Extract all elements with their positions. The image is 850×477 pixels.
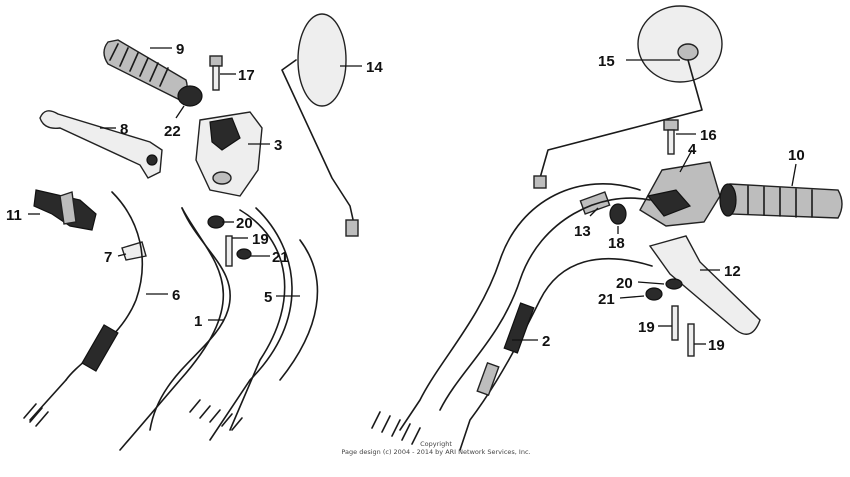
copyright-line-1: Copyright [420, 440, 452, 448]
bolt-16 [663, 119, 679, 155]
right-cables [371, 183, 653, 451]
callout-6: 6 [172, 287, 180, 304]
callout-18: 18 [608, 235, 625, 252]
callout-19-right-b: 19 [708, 337, 725, 354]
callout-1: 1 [194, 313, 202, 330]
bolt-17 [209, 55, 223, 91]
callout-9: 9 [176, 41, 184, 58]
callout-3: 3 [274, 137, 282, 154]
callout-15: 15 [598, 53, 615, 70]
callout-5: 5 [264, 289, 272, 306]
callout-10: 10 [788, 147, 805, 164]
callout-19-right-a: 19 [638, 319, 655, 336]
callout-4: 4 [688, 141, 697, 158]
callout-14: 14 [366, 59, 383, 76]
callout-leaders [28, 47, 797, 345]
right-mirror [533, 5, 723, 189]
callout-19-left: 19 [252, 231, 269, 248]
right-grip [719, 183, 843, 219]
callout-7: 7 [104, 249, 112, 266]
left-mirror [281, 13, 359, 237]
callout-2: 2 [542, 333, 550, 350]
callout-22: 22 [164, 123, 181, 140]
right-hardware [645, 278, 695, 357]
callout-11: 11 [6, 207, 22, 224]
clutch-lever-holder [33, 189, 97, 231]
callout-17: 17 [238, 67, 255, 84]
callout-13: 13 [574, 223, 591, 240]
left-grip [103, 39, 203, 107]
callout-21-right: 21 [598, 291, 615, 308]
copyright-line-2: Page design (c) 2004 - 2014 by ARI Netwo… [341, 448, 531, 456]
left-switch-housing [195, 111, 263, 197]
callout-16: 16 [700, 127, 717, 144]
callout-20-right: 20 [616, 275, 633, 292]
front-brake-lever [648, 235, 761, 335]
callout-20-left: 20 [236, 215, 253, 232]
clutch-lever [39, 110, 163, 179]
callout-21-left: 21 [272, 249, 289, 266]
callout-8: 8 [120, 121, 128, 138]
copyright-notice: Copyright Page design (c) 2004 - 2014 by… [336, 440, 536, 456]
left-cables [23, 191, 319, 451]
callout-12: 12 [724, 263, 741, 280]
callout-labels: 9 17 22 8 3 14 11 20 19 21 7 6 1 5 15 16… [6, 41, 805, 354]
throttle-housing [639, 161, 721, 227]
pivot-parts [579, 191, 627, 225]
